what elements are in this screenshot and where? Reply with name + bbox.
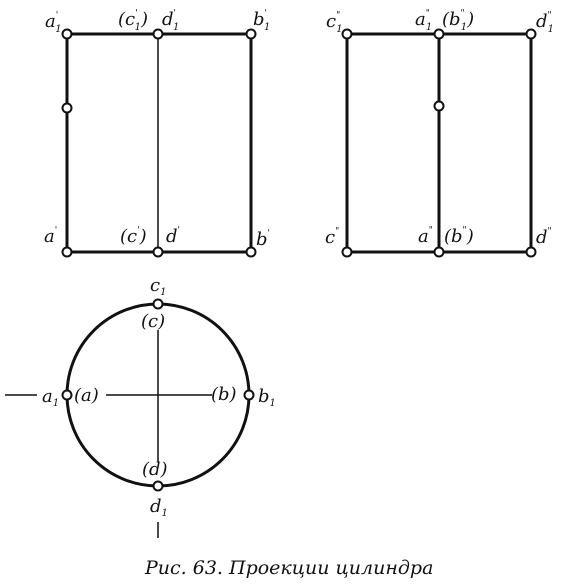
label-top-a: (a) — [74, 385, 99, 406]
point-b-prime — [245, 246, 257, 258]
label-side-c1: c"1 — [326, 11, 343, 35]
point-d-dprime — [525, 246, 537, 258]
point-a1-prime — [61, 28, 73, 40]
top-view: c1 (c) a1 (a) (b) b1 (d) d1 — [5, 275, 276, 538]
front-view: a'1 (c'1) d'1 b'1 a' (c') d' b' — [44, 9, 270, 258]
label-top-b: (b) — [211, 384, 237, 405]
point-a1 — [61, 389, 73, 401]
point-a1-b1-dprime — [433, 28, 445, 40]
point-d1-dprime — [525, 28, 537, 40]
label-front-c1: (c'1) — [118, 9, 148, 33]
label-front-a: a' — [44, 226, 57, 247]
label-front-b: b' — [256, 229, 270, 250]
label-side-b: (b") — [444, 226, 474, 247]
label-front-a1: a'1 — [45, 11, 62, 35]
label-front-d: d' — [166, 226, 180, 247]
point-d1 — [152, 480, 164, 492]
point-c1-d1-prime — [152, 28, 164, 40]
point-b1 — [243, 389, 255, 401]
label-front-d1: d'1 — [162, 9, 179, 33]
point-side-mid — [433, 100, 445, 112]
point-c1 — [152, 298, 164, 310]
label-side-c: c" — [325, 227, 339, 248]
point-a-b-dprime — [433, 246, 445, 258]
label-top-b1: b1 — [258, 386, 276, 409]
label-side-b1: (b"1) — [442, 9, 474, 33]
label-top-d: (d) — [142, 459, 168, 480]
label-side-a: a" — [418, 226, 433, 247]
label-top-a1: a1 — [42, 386, 59, 409]
label-side-d1: d"1 — [536, 11, 554, 35]
side-view: c"1 a"1 (b"1) d"1 c" a" (b") d" — [325, 9, 554, 258]
label-top-d1: d1 — [150, 496, 168, 519]
point-c-d-prime — [152, 246, 164, 258]
front-view-outline — [65, 32, 253, 254]
label-top-c1: c1 — [150, 275, 166, 298]
point-c1-dprime — [341, 28, 353, 40]
label-side-d: d" — [536, 227, 552, 248]
point-c-dprime — [341, 246, 353, 258]
figure-caption: Рис. 63. Проекции цилиндра — [144, 557, 433, 579]
label-top-c: (c) — [141, 311, 165, 332]
point-front-mid — [61, 102, 73, 114]
label-front-c: (c') — [120, 226, 147, 247]
point-b1-prime — [245, 28, 257, 40]
point-a-prime — [61, 246, 73, 258]
label-side-a1: a"1 — [415, 9, 432, 33]
label-front-b1: b'1 — [253, 9, 270, 33]
